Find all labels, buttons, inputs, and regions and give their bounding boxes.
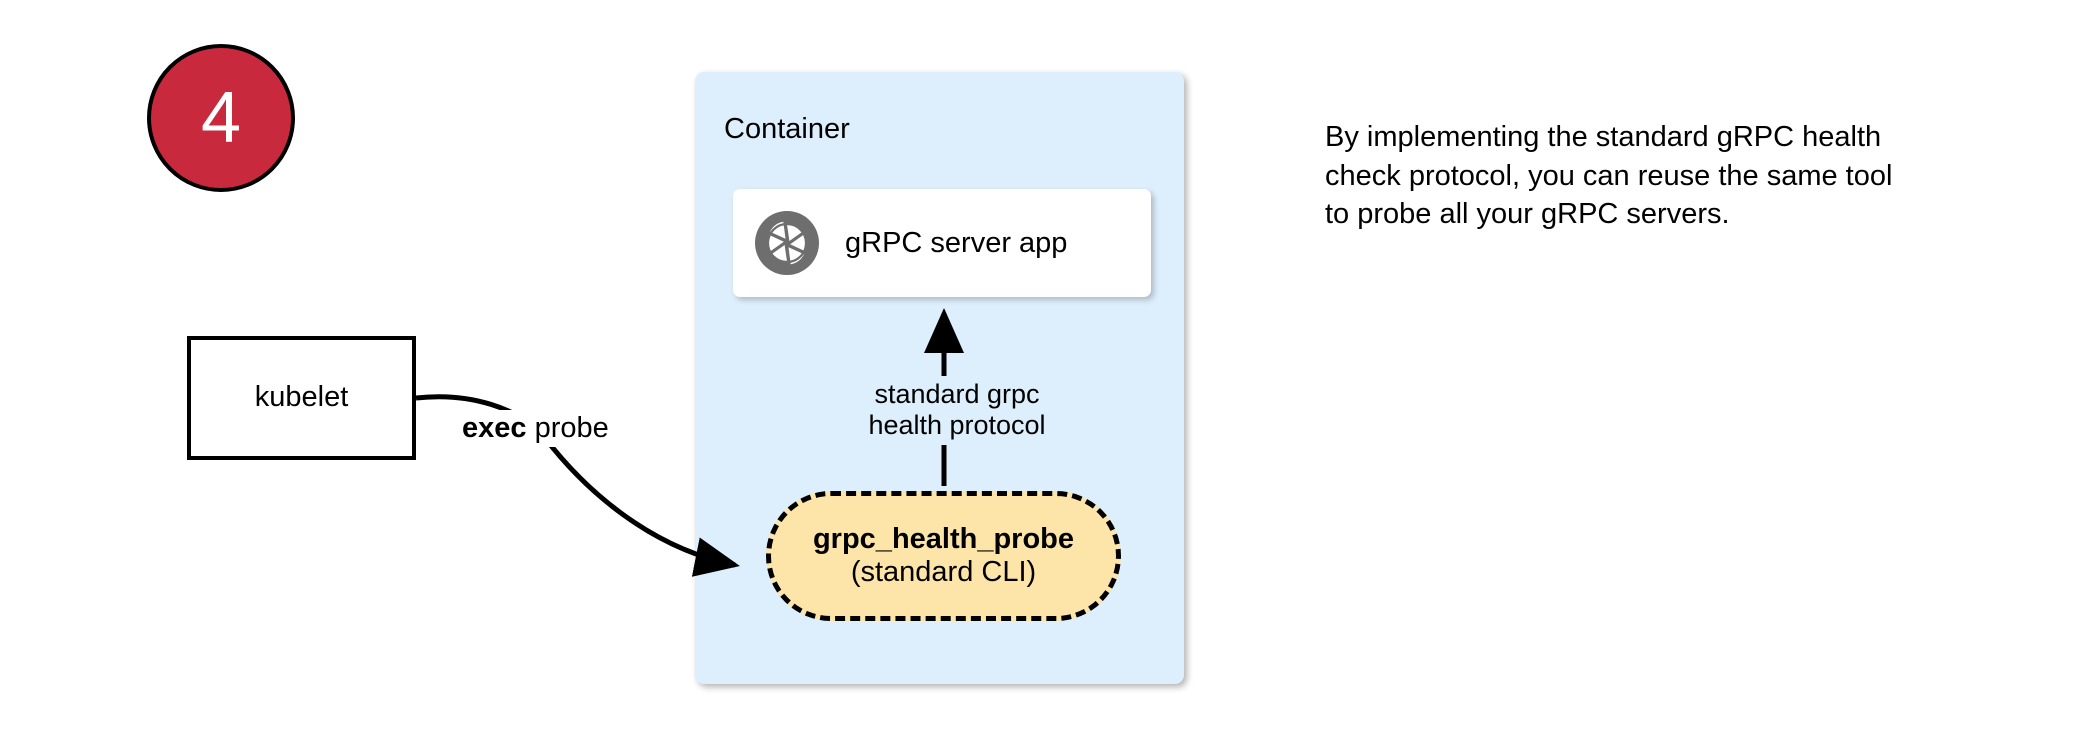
grpc-server-app-node: gRPC server app [733,189,1151,297]
grpc-health-probe-subtitle: (standard CLI) [850,556,1037,588]
container-title-label: Container [724,113,850,145]
protocol-edge-label-line2: health protocol [868,410,1046,441]
exec-probe-edge-label-rest: probe [526,412,609,444]
protocol-edge-label: standard grpc health protocol [836,376,1078,445]
grpc-health-probe-node: grpc_health_probe (standard CLI) [766,491,1121,621]
step-number-label: 4 [200,78,242,158]
exec-probe-edge-label: exec probe [456,410,615,447]
kubelet-label: kubelet [254,381,349,414]
grpc-server-app-label: gRPC server app [845,226,1068,259]
explanatory-note: By implementing the standard gRPC health… [1325,121,1893,231]
exec-probe-edge-label-bold: exec [462,412,527,444]
step-number-badge: 4 [147,44,295,192]
aperture-icon [755,211,819,275]
kubelet-node: kubelet [187,336,416,460]
grpc-health-probe-title: grpc_health_probe [812,522,1075,555]
protocol-edge-label-line1: standard grpc [874,379,1040,409]
